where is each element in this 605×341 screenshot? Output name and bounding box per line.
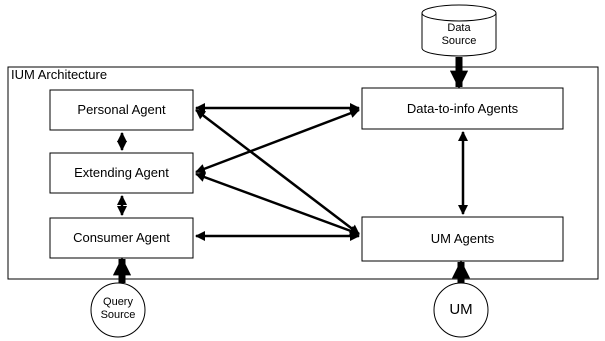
data-source-label-line1: Data <box>447 22 471 34</box>
consumer-agent-label: Consumer Agent <box>73 230 170 245</box>
consumer-agent-box <box>49 217 194 259</box>
um-agents-label: UM Agents <box>430 231 495 246</box>
data-source-cylinder <box>421 4 497 57</box>
data-to-info-agents-box <box>361 87 564 130</box>
data-source-label-line2: Source <box>441 35 477 47</box>
architecture-title: IUM Architecture <box>11 67 108 82</box>
query-source-circle <box>90 282 146 338</box>
um-agents-box <box>361 216 564 262</box>
extending-agent-box <box>49 152 194 194</box>
data-to-info-agents-label: Data-to-info Agents <box>406 101 519 116</box>
query-source-label-line1: Query <box>103 296 133 308</box>
extending-um-agents-arrow <box>195 172 360 236</box>
personal-agent-box <box>49 89 194 131</box>
personal-agent-label: Personal Agent <box>77 102 166 117</box>
query-source-label-line2: Source <box>100 309 136 321</box>
extending-agent-label: Extending Agent <box>74 165 169 180</box>
extending-data-to-info-arrow <box>195 108 360 174</box>
um-label: UM <box>449 301 473 318</box>
